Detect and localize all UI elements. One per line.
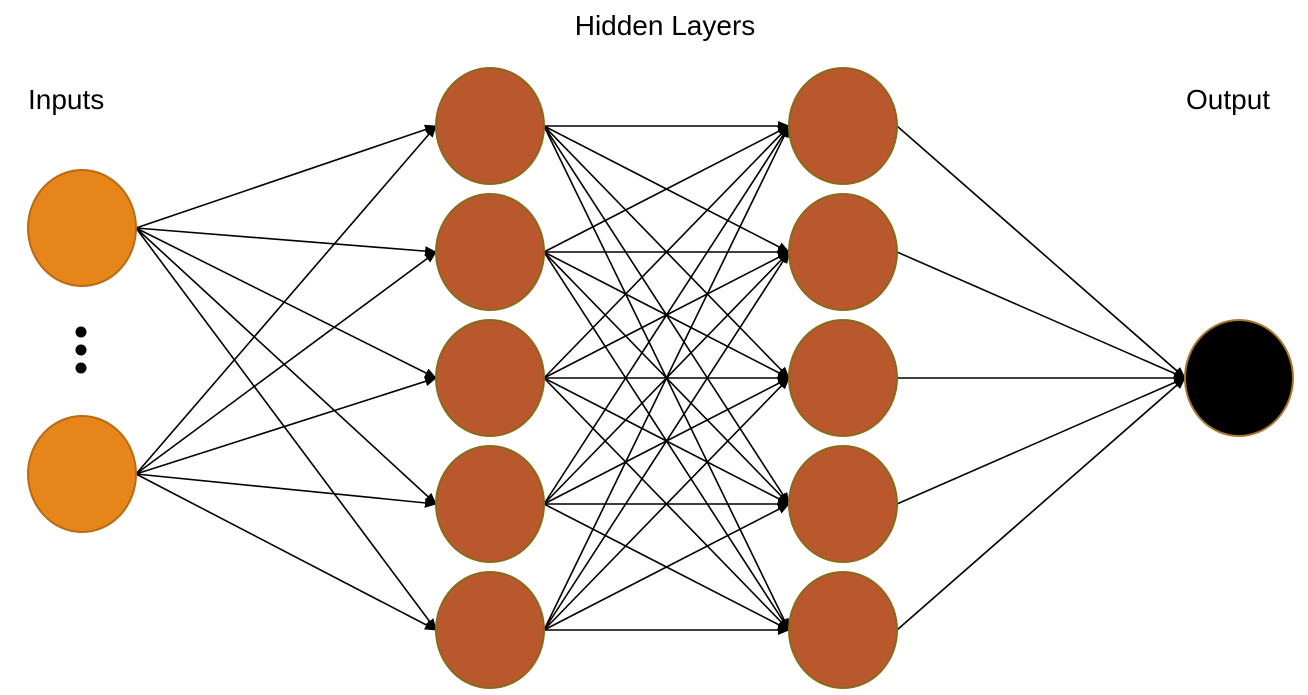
edge-input-1-to-hidden1-2 <box>135 227 437 257</box>
input-ellipsis <box>75 326 87 374</box>
edge-input-1-to-hidden1-5 <box>135 227 437 631</box>
connection-edges <box>135 121 1186 635</box>
ellipsis-dot-1 <box>75 326 87 338</box>
hidden1-node-2 <box>435 193 545 311</box>
hidden2-node-3 <box>788 319 898 437</box>
hidden2-node-5 <box>788 571 898 689</box>
hidden2-node-2 <box>788 193 898 311</box>
hidden2-node-4 <box>788 445 898 563</box>
edge-hidden2-5-to-output-1 <box>896 377 1186 631</box>
edge-hidden1-5-to-hidden2-1 <box>543 125 790 631</box>
ellipsis-dot-3 <box>75 362 87 374</box>
edge-hidden1-4-to-hidden2-1 <box>543 125 790 505</box>
edge-input-2-to-hidden1-5 <box>135 473 437 631</box>
output-label: Output <box>1186 84 1271 115</box>
hidden-layers-label: Hidden Layers <box>574 10 756 41</box>
edge-hidden2-1-to-output-1 <box>896 125 1186 379</box>
edge-hidden1-2-to-hidden2-1 <box>543 125 790 253</box>
hidden1-node-1 <box>435 67 545 185</box>
input-node-1 <box>27 169 137 287</box>
edge-input-1-to-hidden1-4 <box>135 227 437 505</box>
hidden2-node-1 <box>788 67 898 185</box>
edge-hidden1-5-to-hidden2-3 <box>543 377 790 631</box>
edge-input-2-to-hidden1-4 <box>135 473 437 508</box>
edge-input-1-to-hidden1-1 <box>135 124 437 229</box>
hidden1-node-3 <box>435 319 545 437</box>
inputs-label: Inputs <box>28 84 105 115</box>
edge-input-2-to-hidden1-1 <box>135 125 437 475</box>
input-node-2 <box>27 415 137 533</box>
edge-hidden2-4-to-output-1 <box>896 377 1186 505</box>
edge-hidden2-2-to-output-1 <box>896 251 1186 379</box>
hidden1-node-4 <box>435 445 545 563</box>
edge-hidden1-5-to-hidden2-4 <box>543 503 790 631</box>
edge-input-1-to-hidden1-3 <box>135 227 437 379</box>
ellipsis-dot-2 <box>75 344 87 356</box>
output-node-1 <box>1184 319 1294 437</box>
edge-input-2-to-hidden1-2 <box>135 251 437 475</box>
hidden1-node-5 <box>435 571 545 689</box>
edge-hidden1-5-to-hidden2-2 <box>543 251 790 631</box>
edge-input-2-to-hidden1-3 <box>135 376 437 475</box>
edge-hidden1-3-to-hidden2-1 <box>543 125 790 379</box>
network-nodes <box>27 67 1294 689</box>
